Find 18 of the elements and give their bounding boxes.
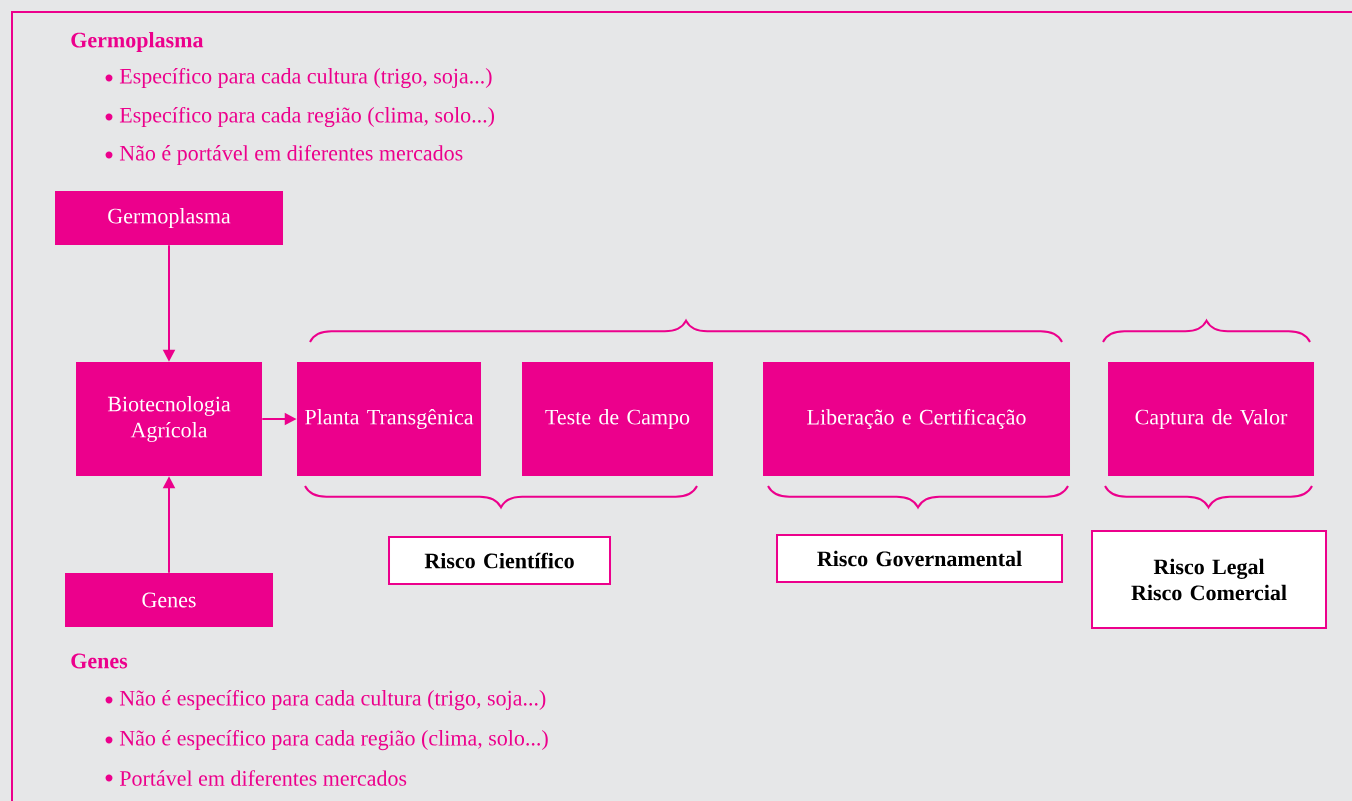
process-box: Teste de Campo [522, 362, 713, 476]
bullet-text: Portável em diferentes mercados [119, 770, 407, 786]
process-box: Captura de Valor [1108, 362, 1314, 476]
bullet-text: Específico para cada cultura (trigo, soja...) [119, 67, 492, 89]
section-heading: Germoplasma [71, 32, 204, 52]
process-box: Germoplasma [55, 191, 283, 245]
process-box: Genes [65, 573, 273, 627]
bullet-text: Não é específico para cada cultura (trigo, soja...) [119, 689, 546, 711]
risk-box: Risco Científico [388, 536, 611, 585]
bullet-text: Específico para cada região (clima, solo...) [119, 106, 494, 128]
risk-box: Risco Legal Risco Comercial [1091, 530, 1327, 629]
process-box: Biotecnologia Agrícola [76, 362, 262, 476]
risk-box: Risco Governamental [776, 534, 1063, 583]
section-heading: Genes [71, 653, 128, 669]
bullet-text: Não é portável em diferentes mercados [119, 144, 463, 166]
bullet-text: Não é específico para cada região (clima, solo...) [119, 729, 548, 751]
process-box: Planta Transgênica [297, 362, 481, 476]
process-box: Liberação e Certificação [763, 362, 1070, 476]
